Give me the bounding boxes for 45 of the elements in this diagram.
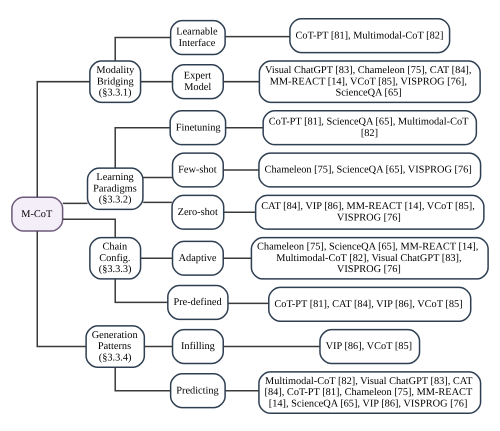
connector <box>225 389 259 391</box>
connector <box>143 201 172 203</box>
node-box: Learning Paradigms (§3.3.2) <box>86 166 144 210</box>
connector <box>62 202 88 204</box>
node-box: Zero-shot <box>171 194 224 230</box>
node-box: Multimodal-CoT [82], Visual ChatGPT [83], CAT [84], CoT-PT [81], Chameleon [75], MM-REACT [14], ScienceQA [65], VIP [86], VISPROG [76] <box>258 370 482 414</box>
node-box: CoT-PT [81], ScienceQA [65], Multimodal-CoT [82] <box>262 110 478 145</box>
node-box: Predicting <box>170 372 226 408</box>
connector <box>226 126 264 128</box>
node-box: Learnable Interface <box>170 19 226 55</box>
connector <box>223 345 320 347</box>
connector <box>228 302 269 304</box>
connector <box>143 176 172 178</box>
node-box: Chameleon [75], ScienceQA [65], MM-REACT [14], Multimodal-CoT [82], Visual ChatGPT [83], VISPROG [76] <box>250 236 489 280</box>
node-box: Chain Config. (§3.3.3) <box>89 236 142 280</box>
node-box: VIP [86], VCoT [85] <box>319 328 420 364</box>
node-box: Infilling <box>172 328 224 364</box>
connector <box>140 80 172 82</box>
node-box: Chameleon [75], ScienceQA [65], VISPROG [76] <box>258 152 482 188</box>
connector <box>223 257 252 259</box>
node-box: Generation Patterns (§3.3.4) <box>85 324 146 368</box>
connector <box>223 80 260 82</box>
node-box: Visual ChatGPT [83], Chameleon [75], CAT [84], MM-REACT [14], VCoT [85], VISPROG [76], ScienceQA [65] <box>258 60 481 103</box>
connector <box>114 278 168 303</box>
connector <box>114 126 170 168</box>
connector <box>36 80 90 197</box>
node-box: CoT-PT [81], Multimodal-CoT [82] <box>289 18 450 53</box>
node-box: Pre-defined <box>167 284 229 320</box>
connector <box>224 211 256 212</box>
node-box: Expert Model <box>172 64 224 99</box>
node-box: Finetuning <box>169 110 226 145</box>
node-box: M-CoT <box>11 196 64 232</box>
node-box: Modality Bridging (§3.3.1) <box>89 60 142 103</box>
connector <box>62 218 116 237</box>
connector <box>114 36 170 60</box>
node-box: Few-shot <box>172 152 224 188</box>
connector <box>223 168 259 170</box>
node-box: CAT [84], VIP [86], MM-REACT [14], VCoT [85], VISPROG [76] <box>254 194 485 230</box>
connector <box>225 35 290 37</box>
node-box: CoT-PT [81], CAT [84], VIP [86], VCoT [85] <box>268 286 472 322</box>
connector <box>114 366 170 391</box>
connector <box>144 345 172 347</box>
connector <box>36 230 86 347</box>
connector <box>140 257 172 259</box>
node-box: Adaptive <box>172 240 224 276</box>
